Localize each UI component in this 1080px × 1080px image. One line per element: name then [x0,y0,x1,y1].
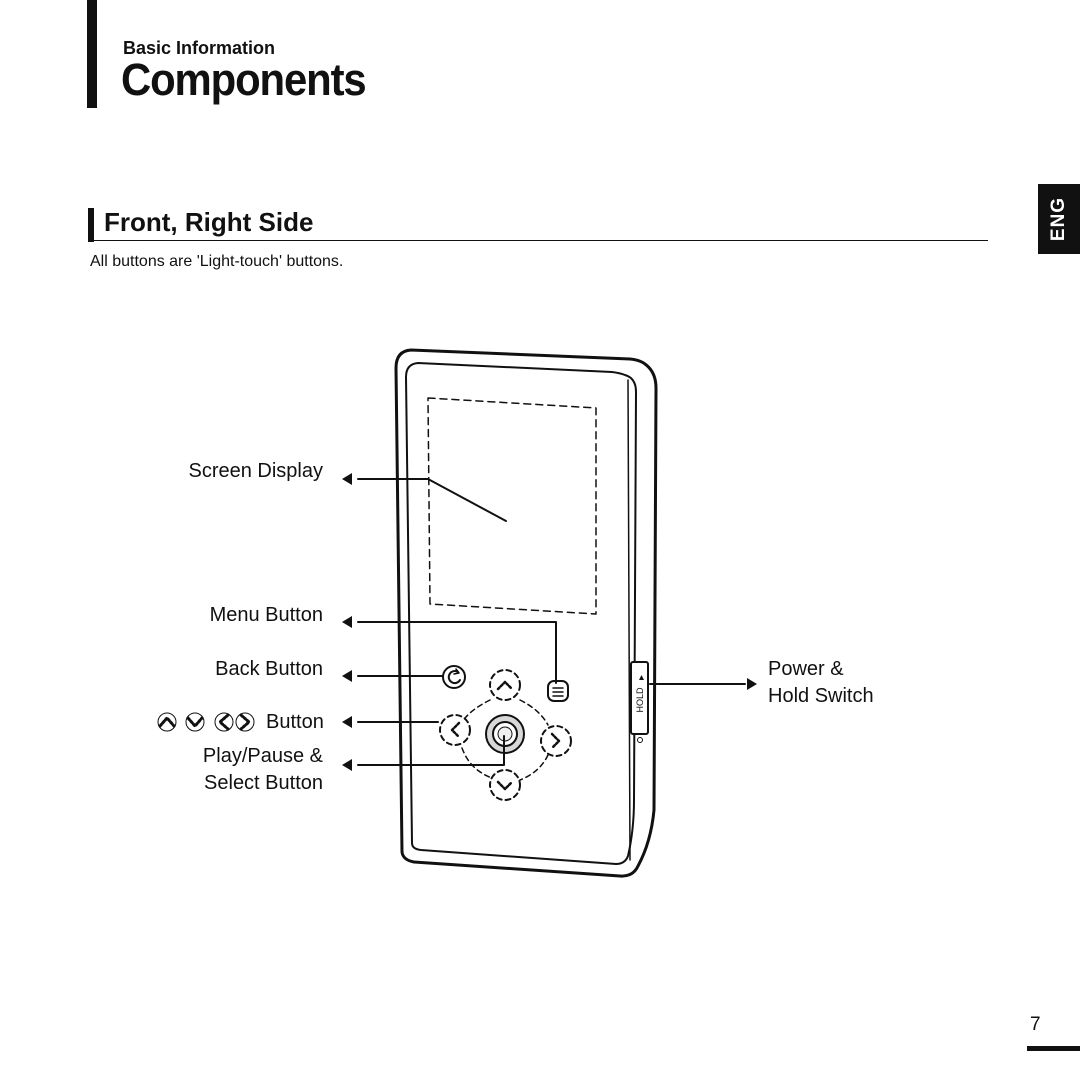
page-number: 7 [1030,1014,1041,1035]
menu-leader [357,621,557,684]
dpad-down-key [489,769,521,801]
title-accent-bar [87,0,97,108]
page-title: Components [121,54,367,105]
screen-leader [357,478,507,522]
play-pause-label-line1: Play/Pause & [202,745,323,767]
section-divider [94,240,988,241]
language-tab: ENG [1038,184,1080,254]
up-arrow-icon [157,712,177,732]
right-arrow-icon [235,712,255,732]
back-button [442,665,466,689]
chapter-label: Basic Information [123,38,276,58]
play-select-button [485,714,525,754]
section-note: All buttons are 'Light-touch' buttons. [90,253,344,270]
power-hold-label-line1: Power & [768,658,844,680]
footer-rule [1027,1046,1080,1051]
dpad-ring [461,699,549,781]
power-hold-label-line2: Hold Switch [768,685,874,707]
dpad-up-key [489,669,521,701]
direction-button-label: Button [266,711,324,733]
leader-lines [357,478,746,766]
menu-button-label: Menu Button [209,604,323,626]
hold-switch: HOLD [630,661,649,743]
left-arrow-icon [214,712,234,732]
device-body [394,348,658,878]
dpad-right-key [540,725,572,757]
screen-area [427,397,597,615]
play-pause-label: Play/Pause & Select Button [203,743,323,797]
menu-button [547,680,569,702]
play-leader [357,735,505,766]
section-accent-bar [88,208,94,242]
power-hold-label: Power & Hold Switch [768,656,874,710]
arrowheads [342,473,757,771]
play-pause-label-line2: Select Button [204,772,323,794]
section-title: Front, Right Side [104,207,314,237]
down-arrow-icon [185,712,205,732]
dpad-left-key [439,714,471,746]
screen-display-label: Screen Display [188,460,323,482]
hold-switch-label: HOLD [635,687,645,713]
back-button-label: Back Button [215,658,323,680]
